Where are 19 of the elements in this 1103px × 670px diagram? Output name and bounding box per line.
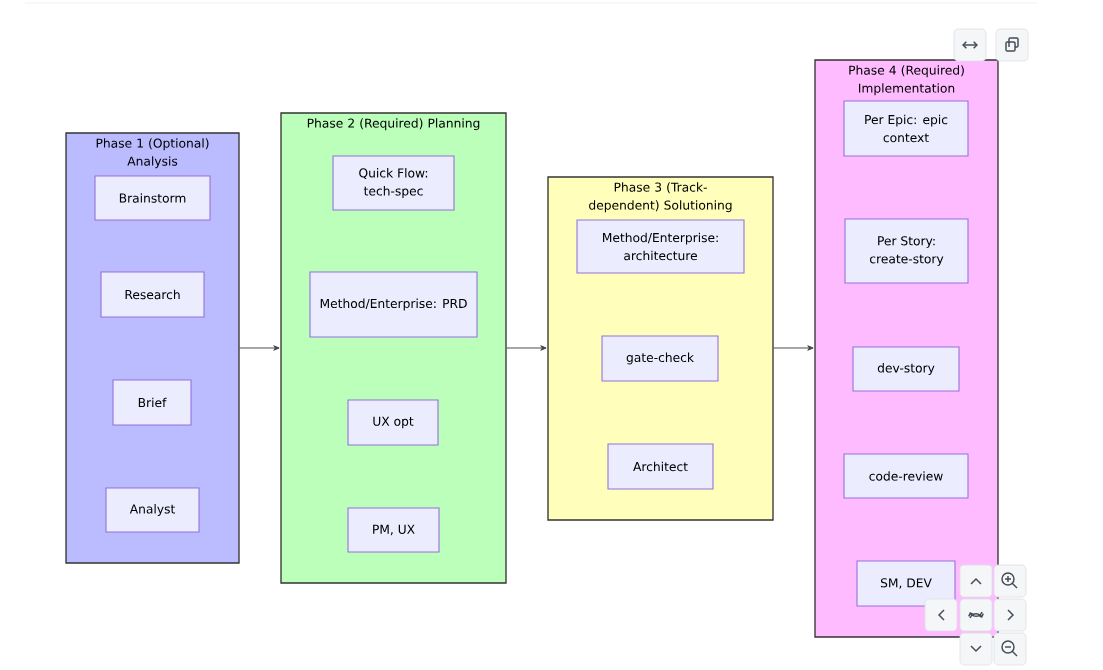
process-box: Research	[100, 271, 205, 318]
arrow	[239, 345, 280, 351]
process-box: Brainstorm	[94, 175, 211, 221]
process-box: code-review	[843, 453, 969, 499]
arrow	[773, 345, 814, 351]
process-box: Brief	[112, 379, 192, 426]
process-box: dev-story	[852, 346, 960, 392]
process-box: Per Epic: epic context	[843, 100, 969, 157]
process-box: Architect	[607, 443, 714, 490]
process-box: Quick Flow: tech-spec	[332, 155, 455, 211]
process-box: Method/Enterprise: PRD	[309, 271, 478, 338]
process-box: UX opt	[347, 399, 439, 446]
process-box: gate-check	[601, 335, 719, 382]
arrow	[506, 345, 547, 351]
process-box: SM, DEV	[856, 560, 956, 607]
process-box: Method/Enterprise: architecture	[576, 219, 745, 274]
process-box: Per Story: create-story	[844, 218, 969, 284]
process-box: PM, UX	[347, 507, 440, 553]
process-box: Analyst	[105, 487, 200, 533]
